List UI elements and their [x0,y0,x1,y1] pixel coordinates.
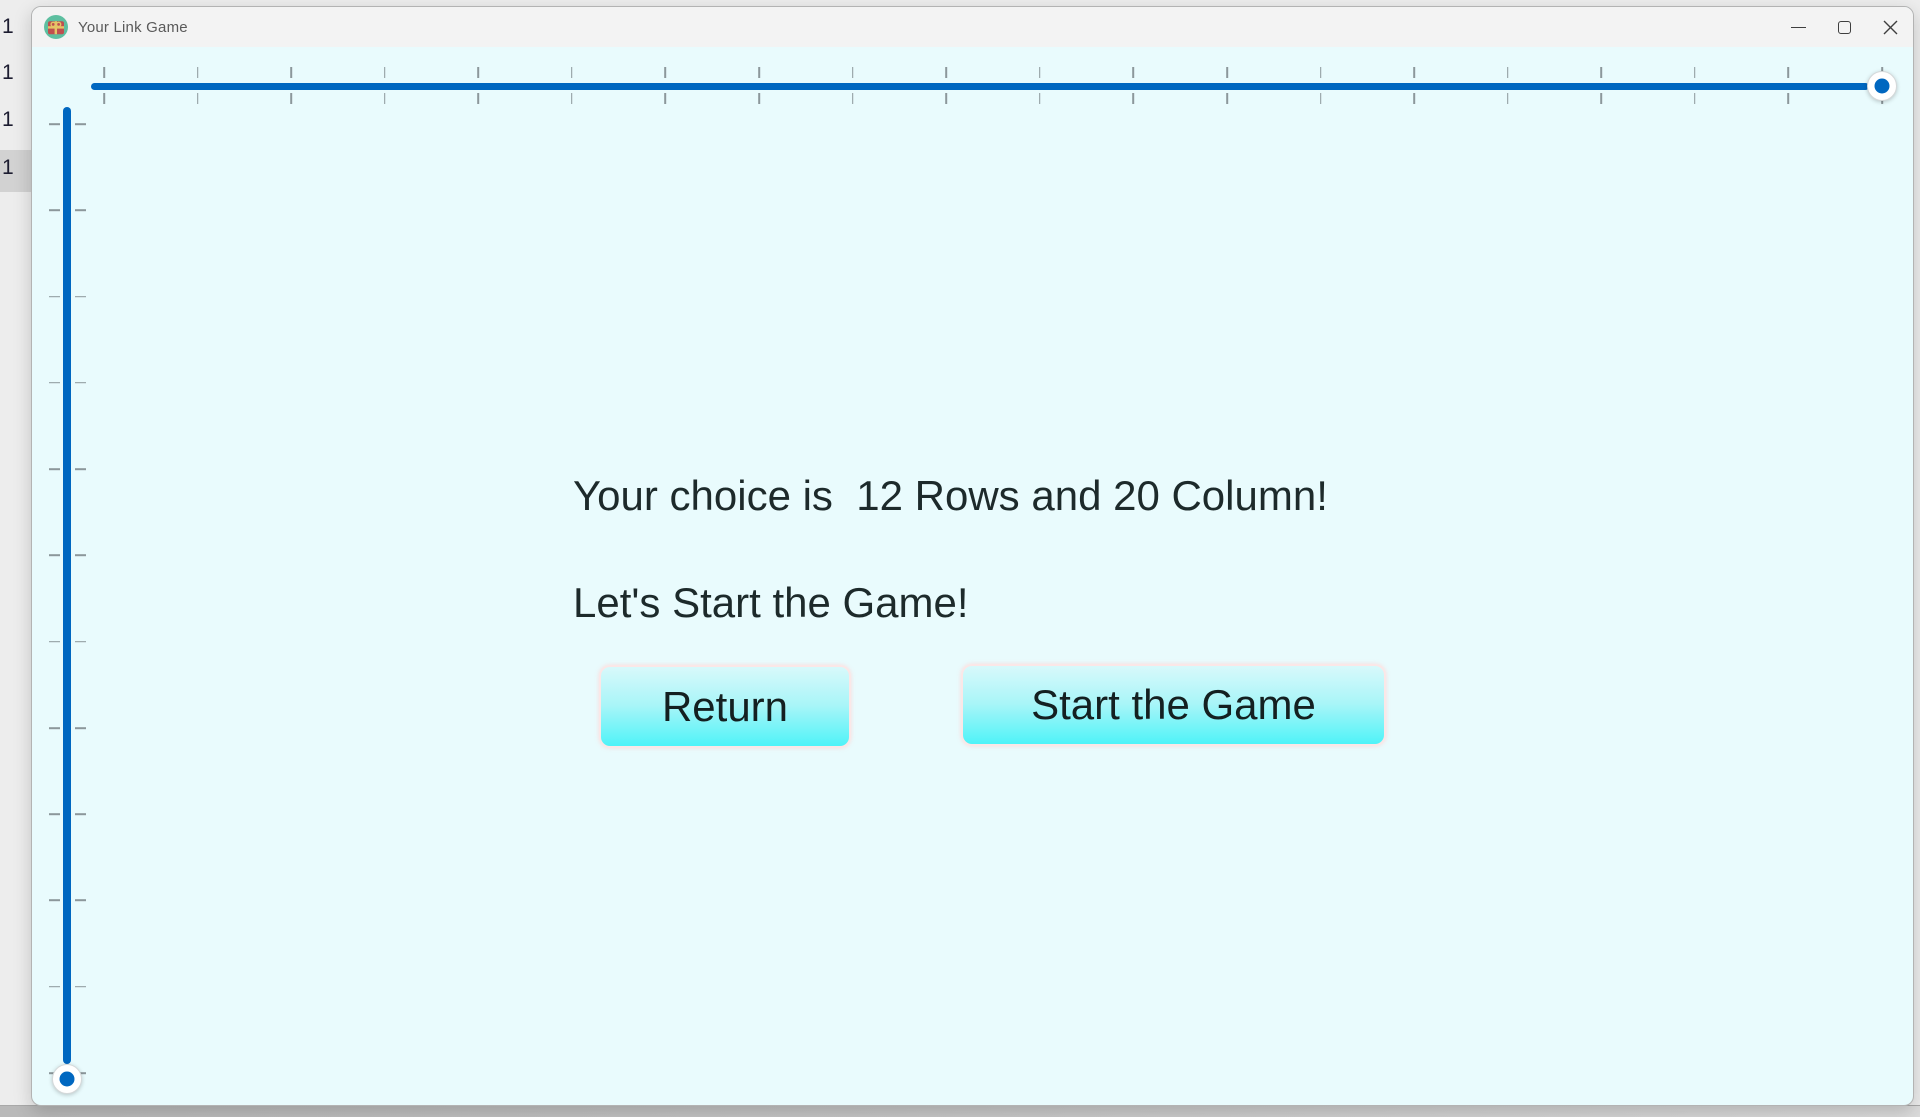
minimize-icon [1790,26,1806,28]
slider-tick [945,93,947,104]
rows-slider-ticks-right [75,123,86,1074]
slider-tick [290,67,292,78]
slider-tick [75,813,86,815]
columns-slider-thumb[interactable] [1867,71,1897,101]
slider-tick [1319,93,1322,104]
slider-tick [49,295,60,298]
close-button[interactable] [1867,7,1913,47]
close-icon [1883,20,1898,35]
slider-tick [49,123,60,125]
background-partial-digit: 1 [2,15,14,38]
slider-tick [1787,93,1790,104]
background-highlight-strip [0,150,31,192]
slider-tick [1319,67,1322,78]
titlebar[interactable]: Your Link Game [32,7,1913,47]
slider-tick [571,67,573,78]
slider-tick [1226,93,1228,104]
columns-slider-ticks-bottom [103,93,1883,104]
slider-tick [1132,67,1135,78]
rows-slider-thumb[interactable] [52,1064,82,1094]
maximize-button[interactable] [1821,7,1867,47]
slider-tick [75,985,86,988]
slider-tick [75,640,86,643]
slider-tick [758,67,760,78]
slider-tick [196,67,199,78]
maximize-icon [1837,20,1851,34]
slider-tick [49,727,60,729]
slider-tick [1506,67,1509,78]
background-partial-digit: 1 [2,61,14,84]
gift-icon [44,15,68,39]
slider-tick [1038,67,1041,78]
slider-tick [1506,93,1509,104]
slider-tick [49,985,60,988]
slider-tick [851,67,854,78]
slider-tick [196,93,199,104]
slider-tick [49,554,60,557]
slider-tick [75,468,86,470]
rows-slider-ticks-left [49,123,60,1074]
slider-tick [49,209,60,212]
return-button[interactable]: Return [599,665,851,748]
background-partial-digit: 1 [2,156,14,179]
columns-slider-track[interactable] [91,83,1869,90]
slider-tick [1038,93,1041,104]
slider-tick [75,295,86,298]
choice-summary-text: Your choice is 12 Rows and 20 Column! [573,472,1328,519]
slider-tick [75,123,86,125]
minimize-button[interactable] [1775,7,1821,47]
app-window: Your Link Game [31,6,1914,1106]
rows-slider-thumb-dot [59,1071,75,1087]
background-bottom-bar [0,1105,1920,1117]
slider-tick [664,67,667,78]
slider-tick [1132,93,1135,104]
slider-tick [75,727,86,729]
slider-tick [1226,67,1228,78]
columns-slider-ticks-top [103,67,1883,78]
slider-tick [49,382,60,384]
slider-tick [1600,93,1603,104]
slider-tick [75,554,86,557]
slider-tick [49,813,60,815]
slider-tick [49,468,60,470]
slider-tick [75,382,86,384]
slider-tick [477,67,480,78]
slider-tick [49,640,60,643]
slider-tick [75,209,86,212]
slider-tick [1600,67,1603,78]
slider-tick [477,93,480,104]
start-prompt-text: Let's Start the Game! [573,579,969,626]
background-partial-digit: 1 [2,108,14,131]
slider-tick [103,93,105,104]
slider-tick [383,67,386,78]
slider-tick [1787,67,1790,78]
slider-tick [103,67,105,78]
start-game-button[interactable]: Start the Game [961,664,1386,746]
slider-tick [945,67,947,78]
slider-tick [851,93,854,104]
slider-tick [664,93,667,104]
slider-tick [1413,93,1415,104]
client-area: Your choice is 12 Rows and 20 Column! Le… [32,47,1913,1105]
columns-slider-thumb-dot [1874,78,1890,94]
window-title: Your Link Game [78,18,188,36]
slider-tick [290,93,292,104]
slider-tick [758,93,760,104]
slider-tick [1694,93,1696,104]
slider-tick [1413,67,1415,78]
slider-tick [75,899,86,902]
slider-tick [571,93,573,104]
rows-slider-track[interactable] [63,107,71,1064]
slider-tick [1694,67,1696,78]
slider-tick [383,93,386,104]
slider-tick [49,899,60,902]
